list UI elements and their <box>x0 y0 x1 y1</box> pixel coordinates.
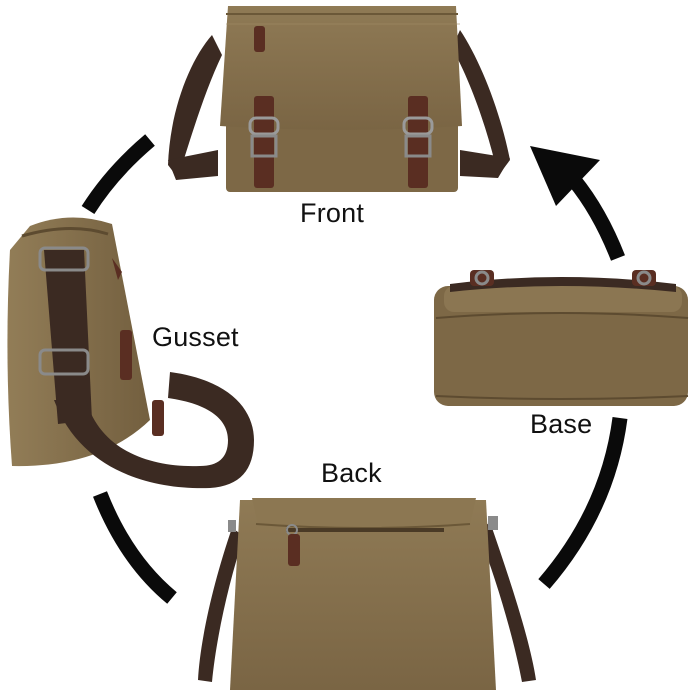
gusset-view-bag <box>7 217 254 489</box>
arrowhead-top-right <box>530 146 600 206</box>
base-view-bag <box>434 270 689 406</box>
front-view-label: Front <box>300 198 365 228</box>
back-view-bag <box>198 498 536 690</box>
back-view-label: Back <box>321 458 382 488</box>
arrow-bottom-left <box>93 491 177 604</box>
arrow-top-left <box>81 134 155 215</box>
arrow-top-right <box>568 175 625 261</box>
base-view-label: Base <box>530 409 593 439</box>
arrow-bottom-right <box>538 417 628 589</box>
gusset-view-label: Gusset <box>152 322 239 352</box>
rotation-arrows <box>81 134 628 604</box>
front-view-bag <box>168 6 510 192</box>
